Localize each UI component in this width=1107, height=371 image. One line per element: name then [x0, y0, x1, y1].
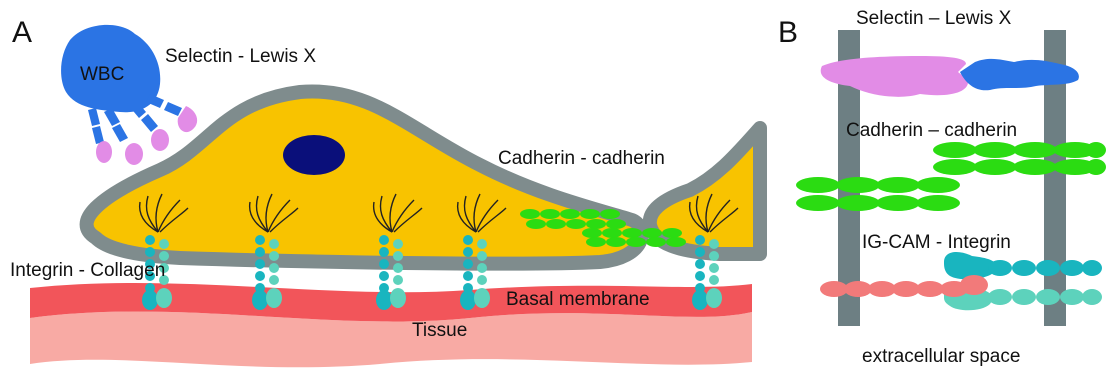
- epithelial-cell: [87, 91, 642, 263]
- cadherin-label: Cadherin - cadherin: [498, 148, 665, 169]
- cadherin-b-label: Cadherin – cadherin: [846, 120, 1017, 141]
- igcam-integrin-label: IG-CAM - Integrin: [862, 232, 1011, 253]
- integrin-collagen-label: Integrin - Collagen: [10, 260, 165, 281]
- panel-a: A WBC Selectin - Lewis X Cadherin - cadh…: [10, 16, 760, 367]
- selectin-lewis-b-label: Selectin – Lewis X: [856, 8, 1012, 29]
- cadherin-row-4: [586, 237, 686, 247]
- extracellular-label: extracellular space: [862, 346, 1020, 367]
- wbc-label: WBC: [80, 64, 124, 85]
- nucleus: [283, 135, 345, 175]
- cadherin-row-1: [520, 209, 620, 219]
- panel-b: B Selectin – Lewis X Cadherin – cadherin…: [778, 8, 1106, 367]
- tissue-label: Tissue: [412, 320, 467, 341]
- cadherin-row-3: [582, 228, 682, 238]
- panel-a-letter: A: [12, 16, 32, 49]
- panel-b-letter: B: [778, 16, 798, 49]
- cadherin-row-2: [526, 219, 626, 229]
- selectin-lewis-label: Selectin - Lewis X: [165, 46, 316, 67]
- basal-membrane-label: Basal membrane: [506, 289, 650, 310]
